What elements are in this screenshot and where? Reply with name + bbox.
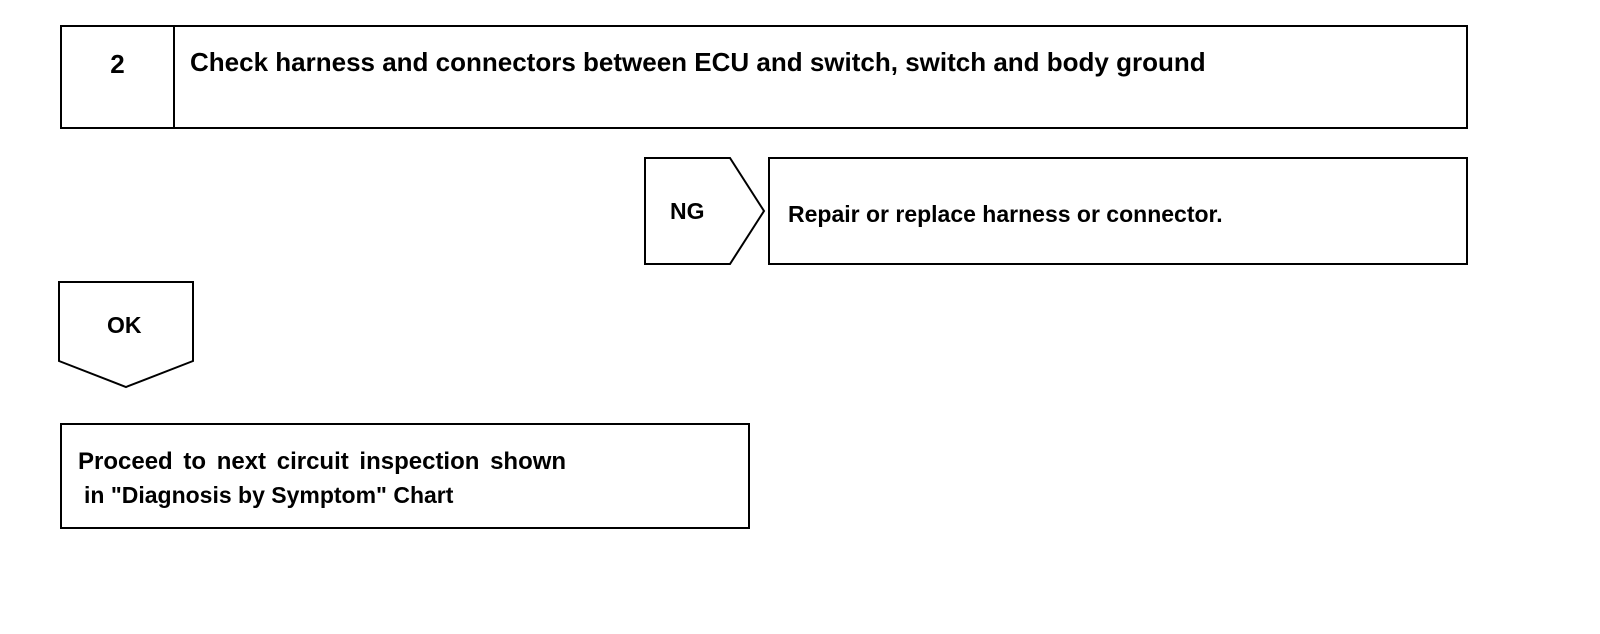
- ng-label: NG: [670, 198, 705, 224]
- ok-result-line1: Proceed to next circuit inspection shown: [78, 448, 567, 475]
- ng-result-text: Repair or replace harness or connector.: [788, 201, 1223, 227]
- ok-arrow-shape: [58, 281, 194, 389]
- step-number: 2: [62, 27, 175, 127]
- step-box: 2 Check harness and connectors between E…: [60, 25, 1468, 129]
- ng-result-box: Repair or replace harness or connector.: [768, 157, 1468, 265]
- ok-result-line2: in "Diagnosis by Symptom" Chart: [84, 482, 454, 508]
- ng-arrow-shape: [644, 157, 766, 265]
- ok-label: OK: [107, 312, 142, 338]
- ok-result-box: Proceed to next circuit inspection shown…: [60, 423, 750, 529]
- step-title: Check harness and connectors between ECU…: [190, 47, 1206, 77]
